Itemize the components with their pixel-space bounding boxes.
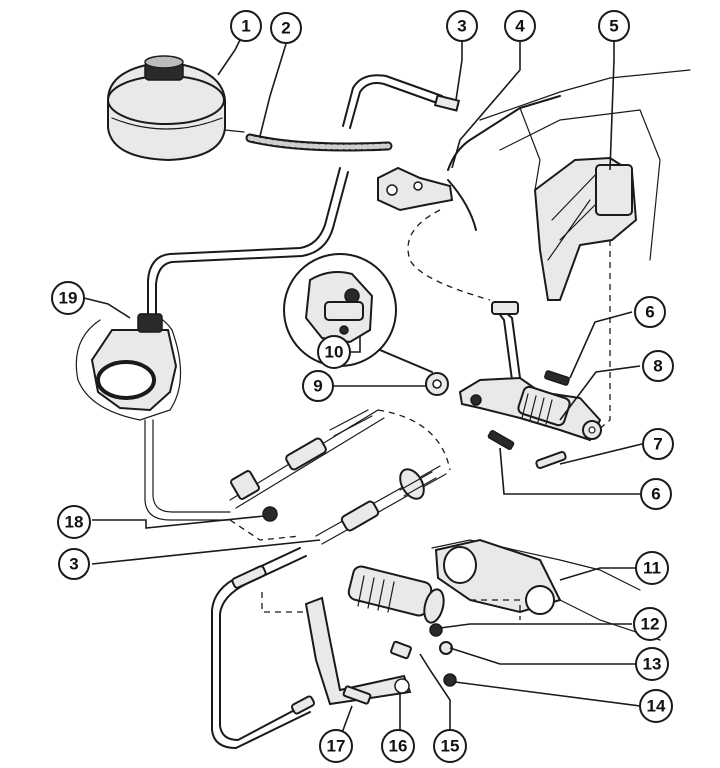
callout-label: 10 (325, 343, 344, 362)
callout-label: 8 (653, 357, 662, 376)
callout-19: 19 (51, 281, 85, 315)
detail-inset (283, 253, 397, 367)
fittings-12-13 (390, 623, 453, 660)
pipe-lower (211, 547, 316, 749)
leader-lines (83, 27, 643, 745)
release-lever (304, 596, 412, 706)
callout-12: 12 (633, 607, 667, 641)
callout-label: 13 (643, 655, 662, 674)
callout-label: 9 (313, 377, 322, 396)
gearbox-housing (431, 538, 661, 641)
callout-label: 6 (651, 485, 660, 504)
callout-label: 18 (65, 513, 84, 532)
bolt-17 (342, 685, 372, 705)
callout-6-upper: 6 (634, 296, 666, 328)
feed-pipe (147, 167, 349, 321)
callout-label: 11 (643, 559, 661, 578)
supply-hose (245, 133, 393, 152)
callout-6-lower: 6 (640, 478, 672, 510)
callout-8: 8 (642, 350, 674, 382)
pedal-bracket (377, 69, 691, 301)
callout-18: 18 (57, 505, 91, 539)
cable-upper (229, 409, 385, 509)
master-cylinder (458, 301, 602, 442)
callout-label: 6 (645, 303, 654, 322)
callout-11: 11 (635, 551, 669, 585)
callout-3-lower: 3 (58, 548, 90, 580)
callout-7: 7 (642, 428, 674, 460)
clevis-pin (535, 450, 567, 470)
callout-13: 13 (635, 647, 669, 681)
callout-10: 10 (317, 335, 351, 369)
callout-label: 7 (653, 435, 662, 454)
callout-label: 16 (389, 737, 408, 756)
washer (425, 372, 449, 396)
callout-label: 3 (457, 17, 466, 36)
callout-label: 2 (281, 19, 290, 38)
nut-18 (262, 506, 278, 522)
bolt-upper (544, 370, 570, 386)
callout-label: 12 (641, 615, 660, 634)
callout-1: 1 (230, 10, 262, 42)
fluid-reservoir (107, 55, 245, 162)
callout-3-top: 3 (446, 10, 478, 42)
callout-2: 2 (270, 12, 302, 44)
callout-label: 17 (327, 737, 346, 756)
bolt-lower (487, 430, 515, 450)
callout-label: 1 (241, 17, 250, 36)
callout-label: 5 (609, 17, 618, 36)
callout-14: 14 (639, 689, 673, 723)
callout-15: 15 (433, 729, 467, 763)
callout-label: 3 (69, 555, 78, 574)
slave-cylinder (261, 565, 521, 624)
callout-9: 9 (302, 370, 334, 402)
callout-label: 19 (59, 289, 78, 308)
callout-label: 4 (515, 17, 525, 36)
callout-label: 15 (441, 737, 460, 756)
pipe-top (342, 74, 461, 129)
callout-17: 17 (319, 729, 353, 763)
bracket-cylinder-19 (75, 313, 231, 521)
callout-4: 4 (504, 10, 536, 42)
callout-label: 14 (647, 697, 666, 716)
cable-lower (315, 465, 447, 545)
callout-16: 16 (381, 729, 415, 763)
nut-14 (443, 673, 457, 687)
callout-5: 5 (598, 10, 630, 42)
